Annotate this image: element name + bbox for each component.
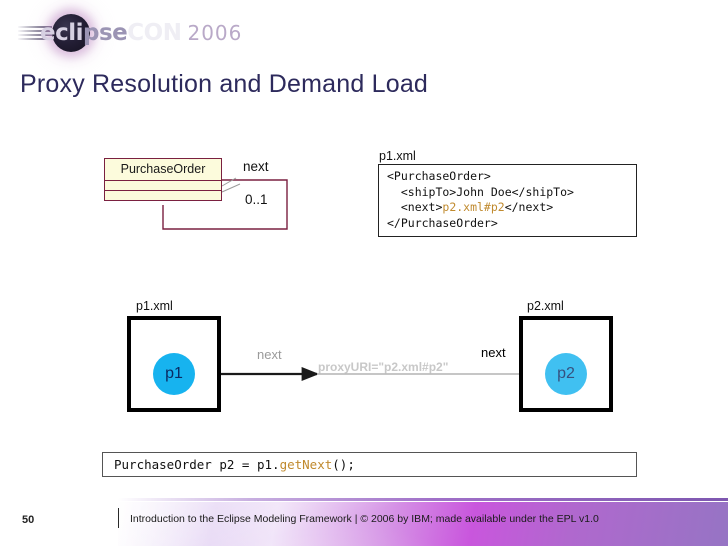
edge-label-next-left: next [257, 347, 282, 362]
xml-line-2: <shipTo>John Doe</shipTo> [387, 184, 574, 199]
uml-attributes-compartment [105, 181, 221, 191]
edge-label-next-right: next [481, 345, 506, 360]
logo-text-con: CON [127, 20, 182, 46]
proxy-uri-annotation: proxyURI="p2.xml#p2" [318, 360, 449, 374]
uml-association-cardinality-label: 0..1 [245, 192, 268, 207]
code-text-before: PurchaseOrder p2 = p1. [114, 457, 280, 472]
footer-vertical-divider [118, 508, 120, 528]
instance-right-file-label: p2.xml [527, 299, 564, 313]
instance-left-file-label: p1.xml [136, 299, 173, 313]
logo-text-ecli: ecli [40, 20, 84, 46]
code-snippet-block: PurchaseOrder p2 = p1.getNext(); [102, 452, 637, 477]
instance-object-p2[interactable]: p2 [545, 353, 587, 395]
uml-association-role-label: next [243, 159, 269, 174]
eclipse-ball-icon [52, 14, 90, 52]
code-method-name: getNext [279, 457, 333, 472]
xml-line-3-before: <next> [387, 200, 443, 214]
xml-line-3-after: </next> [504, 200, 554, 214]
xml-line-4: </PurchaseOrder> [387, 215, 498, 230]
xml-proxy-reference: p2.xml#p2 [442, 200, 505, 214]
uml-class-name: PurchaseOrder [105, 159, 221, 181]
logo-text-year: 2006 [187, 21, 243, 45]
slide-number: 50 [22, 514, 35, 526]
xml-file-label: p1.xml [379, 149, 416, 163]
footer-gradient-band [118, 502, 728, 546]
footer-rule-divider [118, 498, 728, 501]
uml-operations-compartment [105, 191, 221, 200]
xml-code-block: <PurchaseOrder> <shipTo>John Doe</shipTo… [378, 164, 637, 237]
page-title: Proxy Resolution and Demand Load [20, 70, 429, 98]
uml-class-purchaseorder[interactable]: PurchaseOrder [104, 158, 222, 201]
xml-line-1: <PurchaseOrder> [387, 169, 491, 183]
slide-footer: 50 Introduction to the Eclipse Modeling … [0, 498, 728, 546]
logo-bars-icon [18, 26, 52, 40]
code-text-after: (); [332, 457, 355, 472]
logo-text-pse: pse [83, 20, 128, 46]
instance-resource-p2[interactable] [519, 316, 613, 412]
instance-object-p1[interactable]: p1 [153, 353, 195, 395]
footer-attribution-text: Introduction to the Eclipse Modeling Fra… [130, 513, 599, 525]
instance-resource-p1[interactable] [127, 316, 221, 412]
